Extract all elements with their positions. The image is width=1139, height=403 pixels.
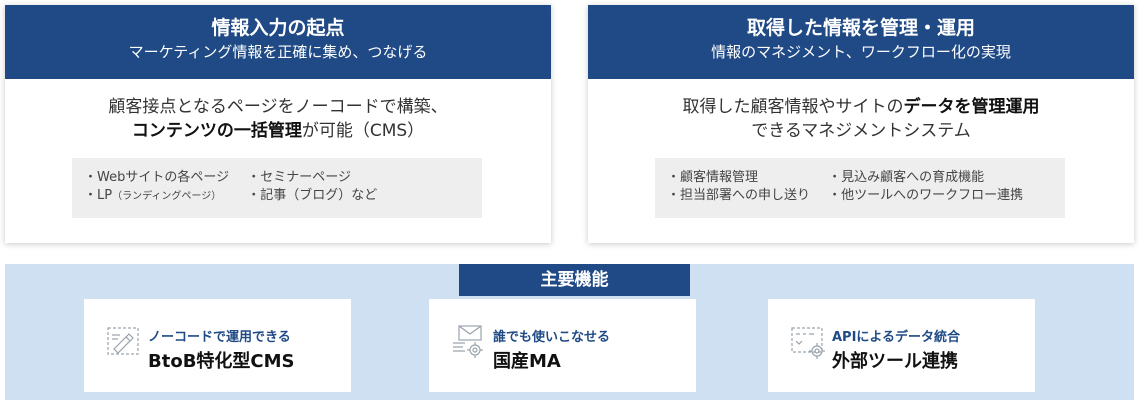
list-item: ・他ツールへのワークフロー連携 [828, 188, 1024, 203]
list-column: ・Webサイトの各ページ ・LP（ランディングページ） [84, 169, 229, 206]
desc-line-1: 取得した顧客情報やサイトのデータを管理運用 [588, 95, 1134, 119]
card-title: 取得した情報を管理・運用 [746, 17, 975, 39]
list-column: ・顧客情報管理 ・担当部署への申し送り [667, 169, 810, 205]
cms-edit-icon [106, 323, 142, 359]
feature-title: 国産MA [493, 351, 561, 372]
card-subtitle: 情報のマネジメント、ワークフロー化の実現 [711, 43, 1011, 61]
desc-line-1: 顧客接点となるページをノーコードで構築、 [108, 97, 448, 117]
card-title: 情報入力の起点 [211, 17, 345, 39]
list-item: ・Webサイトの各ページ [84, 170, 230, 185]
card-information-management: 取得した情報を管理・運用 情報のマネジメント、ワークフロー化の実現 取得した顧客… [588, 5, 1134, 243]
card-description: 顧客接点となるページをノーコードで構築、 コンテンツの一括管理が可能（CMS） [5, 95, 551, 143]
feature-card-cms: ノーコードで運用できる BtoB特化型CMS [84, 299, 351, 392]
feature-subtitle: 誰でも使いこなせる [493, 330, 611, 345]
api-gear-icon [790, 323, 826, 359]
list-item-note: （ランディングページ） [112, 191, 222, 202]
card-subtitle: マーケティング情報を正確に集め、つなげる [128, 43, 428, 61]
list-column: ・見込み顧客への育成機能 ・他ツールへのワークフロー連携 [828, 169, 1023, 205]
feature-list: ・顧客情報管理 ・担当部署への申し送り ・見込み顧客への育成機能 ・他ツールへの… [655, 158, 1065, 218]
card-header: 取得した情報を管理・運用 情報のマネジメント、ワークフロー化の実現 [588, 5, 1134, 79]
list-item: ・見込み顧客への育成機能 [828, 170, 985, 185]
list-item: ・担当部署への申し送り [667, 188, 811, 203]
desc-bold: コンテンツの一括管理 [131, 121, 302, 141]
card-information-input: 情報入力の起点 マーケティング情報を正確に集め、つなげる 顧客接点となるページを… [5, 5, 551, 243]
feature-title: 外部ツール連携 [832, 351, 958, 372]
card-header: 情報入力の起点 マーケティング情報を正確に集め、つなげる [5, 5, 551, 79]
list-item: ・LP（ランディングページ） [84, 187, 229, 206]
list-item: ・記事（ブログ）など [247, 188, 378, 203]
features-label: 主要機能 [459, 264, 690, 296]
feature-list: ・Webサイトの各ページ ・LP（ランディングページ） ・セミナーページ ・記事… [72, 158, 482, 218]
desc-line-2: できるマネジメントシステム [751, 121, 971, 141]
list-item: ・セミナーページ [247, 170, 351, 185]
card-description: 取得した顧客情報やサイトのデータを管理運用 できるマネジメントシステム [588, 95, 1134, 143]
desc-line-2: コンテンツの一括管理が可能（CMS） [5, 119, 551, 143]
list-item-text: ・LP [84, 188, 113, 203]
feature-subtitle: APIによるデータ統合 [832, 330, 961, 345]
feature-subtitle: ノーコードで運用できる [148, 330, 291, 345]
desc-pre: 取得した顧客情報やサイトの [682, 97, 904, 117]
feature-title: BtoB特化型CMS [148, 351, 295, 372]
feature-card-api: APIによるデータ統合 外部ツール連携 [768, 299, 1035, 392]
desc-bold: データを管理運用 [903, 97, 1040, 117]
list-column: ・セミナーページ ・記事（ブログ）など [247, 169, 377, 205]
feature-card-ma: 誰でも使いこなせる 国産MA [429, 299, 696, 392]
desc-rest: が可能（CMS） [301, 121, 425, 141]
mail-gear-icon [451, 323, 487, 359]
list-item: ・顧客情報管理 [667, 170, 759, 185]
